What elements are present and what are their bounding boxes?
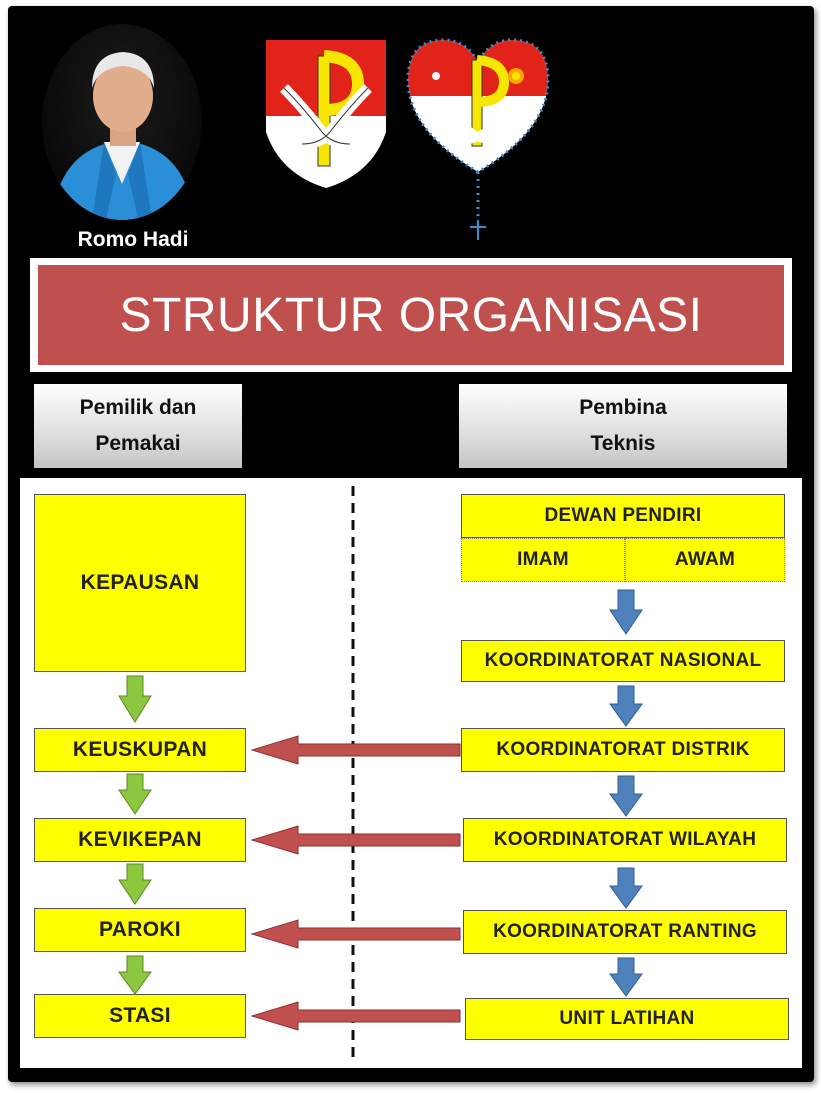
right-down-arrow [609, 867, 643, 909]
header-owner: Pemilik dan Pemakai [34, 384, 242, 468]
portrait-photo [42, 24, 202, 220]
link-arrow [250, 735, 461, 765]
box-dewan-pendiri: DEWAN PENDIRI [461, 494, 785, 538]
box-koordinatorat-wilayah: KOORDINATORAT WILAYAH [463, 818, 787, 862]
header-technical-line1: Pembina [579, 396, 667, 419]
left-down-arrow [118, 773, 152, 815]
box-koordinatorat-distrik: KOORDINATORAT DISTRIK [461, 728, 785, 772]
box-koordinatorat-ranting: KOORDINATORAT RANTING [463, 910, 787, 954]
box-koordinatorat-nasional: KOORDINATORAT NASIONAL [461, 640, 785, 682]
header-technical: Pembina Teknis [459, 384, 787, 468]
box-kevikepan: KEVIKEPAN [34, 818, 246, 862]
left-down-arrow [118, 863, 152, 905]
right-down-arrow [609, 685, 643, 727]
right-down-arrow [609, 957, 643, 997]
shield-logo-icon [266, 40, 386, 188]
page-title: STRUKTUR ORGANISASI [38, 265, 784, 365]
box-imam: IMAM [461, 538, 625, 582]
box-keuskupan: KEUSKUPAN [34, 728, 246, 772]
right-down-arrow [609, 589, 643, 635]
header-owner-line1: Pemilik dan [79, 396, 197, 419]
org-diagram: KEPAUSAN KEUSKUPAN KEVIKEPAN PAROKI STAS… [20, 478, 802, 1068]
link-arrow [250, 919, 461, 949]
box-kepausan: KEPAUSAN [34, 494, 246, 672]
box-paroki: PAROKI [34, 908, 246, 952]
right-down-arrow [609, 775, 643, 817]
link-arrow [250, 825, 461, 855]
heart-rosary-logo-icon [406, 38, 550, 240]
box-awam: AWAM [625, 538, 785, 582]
box-unit-latihan: UNIT LATIHAN [465, 998, 789, 1040]
person-name: Romo Hadi [77, 228, 189, 251]
header-technical-line2: Teknis [590, 432, 656, 455]
left-down-arrow [118, 955, 152, 995]
title-banner: STRUKTUR ORGANISASI [30, 258, 792, 372]
box-stasi: STASI [34, 994, 246, 1038]
left-down-arrow [118, 675, 152, 723]
link-arrow [250, 1001, 461, 1031]
header-owner-line2: Pemakai [95, 432, 181, 455]
